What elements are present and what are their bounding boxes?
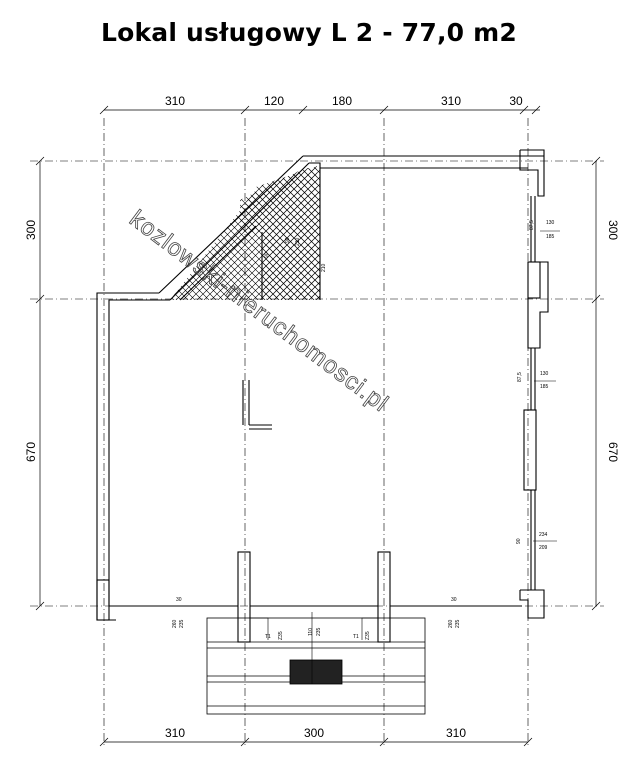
annotation-label: 210 — [295, 237, 301, 246]
annotation-label: 90 — [516, 538, 522, 544]
annotation-label: 30 — [451, 597, 457, 603]
annotation-label: T1 — [353, 634, 359, 640]
annotation-label: 185 — [540, 384, 549, 390]
annotation-label: 130 — [540, 371, 549, 377]
door-swings — [250, 617, 378, 640]
annotations: 90 210 90 210 87,5 130 185 87,5 130 185 … — [172, 220, 560, 640]
annotation-label: 87,5 — [529, 220, 535, 230]
annotation-label: Z35 — [365, 631, 371, 640]
annotation-label: 234 — [539, 532, 548, 538]
dim-bottom-3: 310 — [446, 726, 466, 740]
dim-left-2: 670 — [24, 442, 38, 462]
annotation-label: 235 — [455, 619, 461, 628]
annotation-label: 209 — [539, 545, 548, 551]
walls — [96, 149, 549, 643]
annotation-label: 185 — [546, 234, 555, 240]
annotation-label: 110 — [308, 628, 314, 636]
page-title: Lokal usługowy L 2 - 77,0 m2 — [100, 18, 518, 47]
annotation-label: 87,5 — [517, 372, 523, 382]
dim-bottom-1: 310 — [165, 726, 185, 740]
dim-top-1: 310 — [165, 94, 185, 108]
dimension-lines — [35, 105, 601, 747]
dim-left-1: 300 — [24, 220, 38, 240]
annotation-label: T1 — [265, 634, 271, 640]
annotation-label: 90 — [264, 252, 270, 258]
annotation-label: 260 — [172, 619, 178, 628]
annotation-label: 90 — [285, 237, 291, 243]
dim-top-2: 120 — [264, 94, 284, 108]
annotation-label: 210 — [321, 263, 327, 272]
dim-right-2: 670 — [606, 442, 618, 462]
annotation-label: 235 — [179, 619, 185, 628]
annotation-label: Z35 — [278, 631, 284, 640]
dimension-labels: 310 120 180 310 30 310 300 310 300 670 3… — [24, 94, 618, 740]
entrance-steps — [206, 612, 426, 715]
annotation-label: 130 — [546, 220, 555, 226]
annotation-label: 235 — [316, 627, 322, 636]
dim-bottom-2: 300 — [304, 726, 324, 740]
dim-top-5: 30 — [509, 94, 523, 108]
dim-top-4: 310 — [441, 94, 461, 108]
annotation-label: 260 — [448, 619, 454, 628]
annotation-label: 30 — [176, 597, 182, 603]
dim-top-3: 180 — [332, 94, 352, 108]
dim-right-1: 300 — [606, 220, 618, 240]
